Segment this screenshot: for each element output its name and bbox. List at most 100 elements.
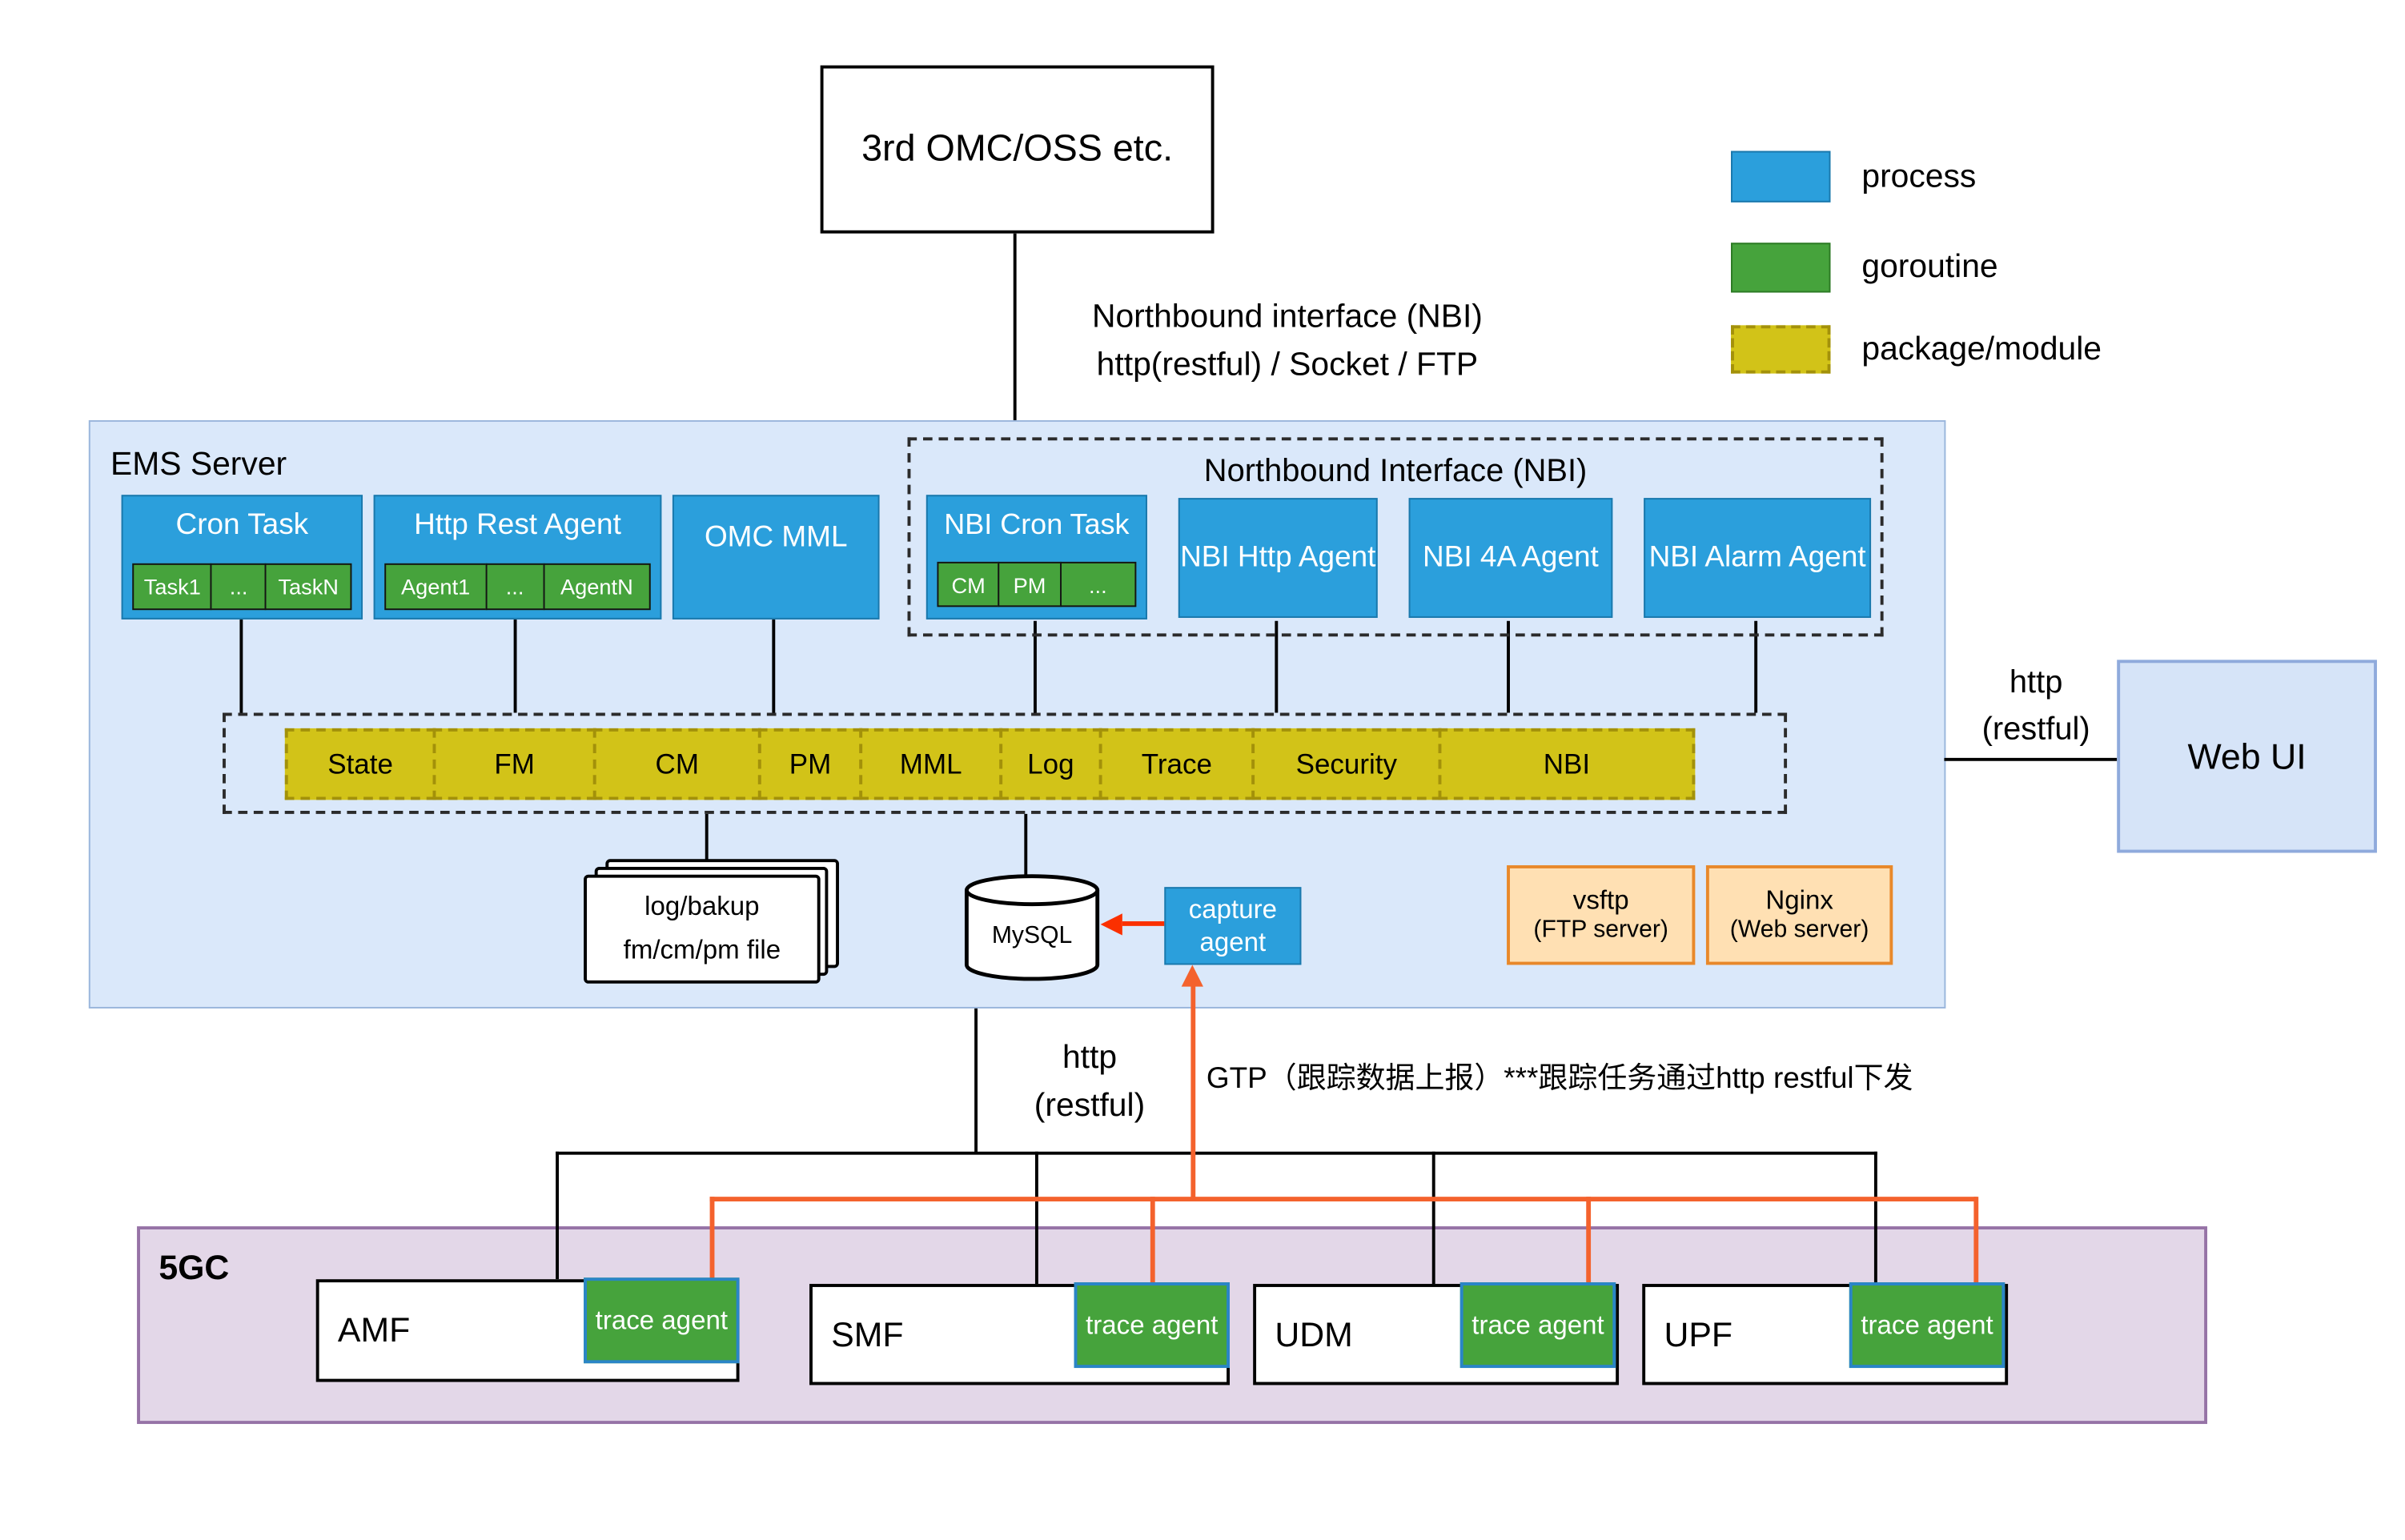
- mysql-cylinder-icon: MySQL: [964, 874, 1100, 981]
- module-mml: MML: [859, 728, 1003, 800]
- module-log: Log: [999, 728, 1102, 800]
- trace-agent-smf-box: trace agent: [1074, 1282, 1230, 1369]
- arrow-gtp-up-icon: [1181, 965, 1203, 987]
- south-http-label: http (restful): [1004, 1033, 1175, 1130]
- nbi-4a-agent-box: NBI 4A Agent: [1408, 498, 1613, 618]
- edge-ems-to-core: [974, 1008, 978, 1153]
- south-http-label-line1: http: [1062, 1039, 1118, 1076]
- nbi-cron-cell-pm: PM: [998, 561, 1062, 608]
- nf-amf-label: AMF: [337, 1310, 411, 1350]
- external-omc-oss-box: 3rd OMC/OSS etc.: [820, 65, 1215, 234]
- nbi-group: Northbound Interface (NBI): [907, 437, 1884, 637]
- http-rest-agent-cell-3: AgentN: [543, 563, 651, 611]
- trace-agent-udm-box: trace agent: [1459, 1282, 1616, 1369]
- edge-bus-to-upf: [1873, 1151, 1877, 1285]
- module-layer-group: [223, 712, 1788, 814]
- legend-goroutine-swatch-icon: [1731, 243, 1831, 293]
- edge-trace-to-amf: [709, 1197, 715, 1281]
- nbi-cron-task-box: NBI Cron Task CM PM ...: [925, 495, 1147, 620]
- nbi-group-title: Northbound Interface (NBI): [1203, 452, 1588, 489]
- edge-modules-to-files: [705, 813, 709, 875]
- edge-nbihttp-to-modules: [1275, 620, 1279, 713]
- core-5gc-title: 5GC: [159, 1248, 230, 1287]
- cron-task-cell-2: ...: [211, 563, 267, 611]
- trace-agent-amf-box: trace agent: [584, 1277, 740, 1364]
- external-omc-oss-label: 3rd OMC/OSS etc.: [861, 127, 1174, 170]
- nf-smf-label: SMF: [831, 1313, 904, 1354]
- legend-goroutine-label: goroutine: [1861, 249, 1998, 285]
- nbi-http-agent-label: NBI Http Agent: [1180, 540, 1376, 574]
- omc-mml-title: OMC MML: [704, 521, 848, 555]
- webui-box: Web UI: [2117, 660, 2377, 853]
- webui-link-label-line2: (restful): [1981, 711, 2090, 748]
- file-stack-line2: fm/cm/pm file: [623, 936, 781, 966]
- edge-ems-to-webui: [1944, 757, 2118, 761]
- nbi-link-label-line1: Northbound interface (NBI): [1091, 299, 1483, 335]
- edge-modules-to-mysql: [1024, 813, 1028, 876]
- vsftp-line1: vsftp: [1572, 885, 1629, 916]
- edge-capture-to-mysql: [1122, 921, 1165, 926]
- edge-trace-to-udm: [1586, 1197, 1592, 1285]
- capture-agent-box: capture agent: [1164, 887, 1302, 965]
- nbi-4a-agent-label: NBI 4A Agent: [1423, 540, 1599, 574]
- module-row: State FM CM PM MML Log Trace Security NB…: [284, 728, 1696, 800]
- module-trace: Trace: [1098, 728, 1255, 800]
- edge-omc-to-ems: [1013, 233, 1017, 420]
- legend-process-swatch-icon: [1731, 150, 1831, 203]
- omc-mml-box: OMC MML: [672, 495, 880, 620]
- nbi-cron-cell-cm: CM: [937, 561, 1000, 608]
- edge-trace-to-smf: [1150, 1197, 1155, 1285]
- webui-label: Web UI: [2187, 735, 2307, 776]
- edge-nbicron-to-modules: [1034, 620, 1037, 713]
- nginx-line1: Nginx: [1765, 885, 1833, 916]
- trace-agent-smf-label: trace agent: [1086, 1309, 1219, 1340]
- nbi-link-label-line2: http(restful) / Socket / FTP: [1096, 347, 1479, 383]
- ems-server-title: EMS Server: [110, 447, 287, 483]
- webui-link-label-line1: http: [2009, 664, 2063, 700]
- module-fm: FM: [432, 728, 596, 800]
- vsftp-box: vsftp (FTP server): [1507, 865, 1696, 965]
- edge-crontask-to-modules: [239, 619, 243, 713]
- edge-nbialarm-to-modules: [1754, 620, 1758, 713]
- mysql-label: MySQL: [992, 922, 1072, 948]
- legend-module-swatch-icon: [1731, 325, 1831, 374]
- nbi-alarm-agent-label: NBI Alarm Agent: [1648, 540, 1866, 574]
- module-state: State: [284, 728, 436, 800]
- file-stack-line1: log/bakup: [644, 891, 760, 921]
- module-security: Security: [1251, 728, 1442, 800]
- module-nbi: NBI: [1438, 728, 1696, 800]
- http-rest-agent-cell-2: ...: [485, 563, 545, 611]
- edge-bus-to-smf: [1034, 1151, 1038, 1285]
- gtp-label: GTP（跟踪数据上报）***跟踪任务通过http restful下发: [1206, 1062, 1913, 1096]
- nf-upf-label: UPF: [1664, 1313, 1733, 1354]
- module-pm: PM: [757, 728, 863, 800]
- legend-module-label: package/module: [1861, 331, 2102, 367]
- http-rest-agent-box: Http Rest Agent Agent1 ... AgentN: [373, 495, 662, 620]
- cron-task-box: Cron Task Task1 ... TaskN: [121, 495, 363, 620]
- nginx-line2: (Web server): [1729, 916, 1869, 944]
- trace-agent-upf-label: trace agent: [1861, 1309, 1993, 1340]
- nginx-box: Nginx (Web server): [1705, 865, 1893, 965]
- nf-udm-label: UDM: [1275, 1313, 1353, 1354]
- file-stack-box: log/bakup fm/cm/pm file: [584, 874, 821, 984]
- edge-core-bus: [556, 1151, 1877, 1155]
- legend-process-label: process: [1861, 158, 1977, 195]
- arrow-capture-to-mysql-icon: [1100, 913, 1122, 936]
- edge-bus-to-amf: [556, 1151, 560, 1280]
- capture-agent-label: capture agent: [1188, 894, 1277, 957]
- webui-link-label: http (restful): [1949, 660, 2123, 753]
- nbi-cron-task-title: NBI Cron Task: [944, 507, 1130, 540]
- edge-trace-bus: [709, 1197, 1977, 1201]
- nbi-http-agent-box: NBI Http Agent: [1178, 498, 1378, 618]
- cron-task-cell-1: Task1: [132, 563, 213, 611]
- edge-trace-to-capture: [1190, 985, 1196, 1201]
- edge-omcmml-to-modules: [772, 619, 776, 713]
- south-http-label-line2: (restful): [1034, 1088, 1146, 1124]
- cron-task-cell-3: TaskN: [264, 563, 352, 611]
- cron-task-title: Cron Task: [175, 508, 309, 542]
- nbi-link-label: Northbound interface (NBI) http(restful)…: [1015, 293, 1560, 390]
- trace-agent-upf-box: trace agent: [1849, 1282, 2006, 1369]
- edge-bus-to-udm: [1431, 1151, 1435, 1285]
- nbi-alarm-agent-box: NBI Alarm Agent: [1644, 498, 1872, 618]
